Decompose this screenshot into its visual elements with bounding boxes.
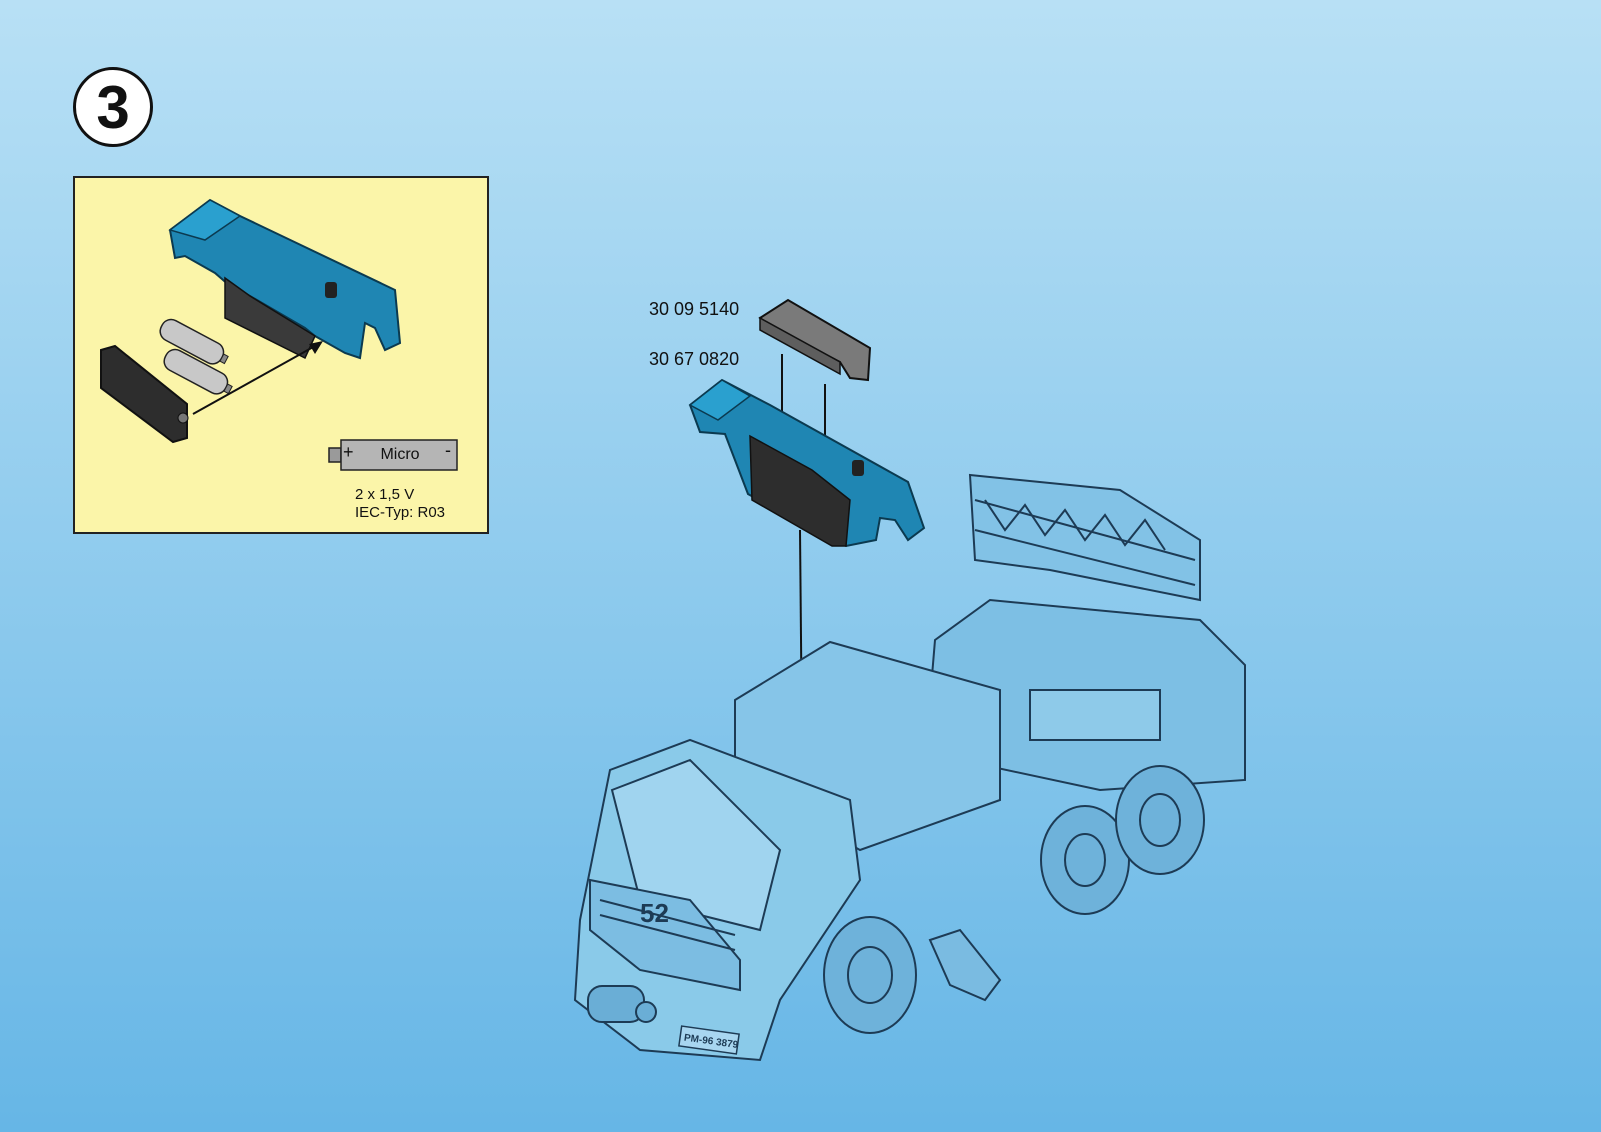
truck-bumper-roller — [587, 985, 657, 1023]
battery-instruction-inset: Micro + - 2 x 1,5 V IEC-Typ: R03 — [73, 176, 489, 534]
truck-grille — [589, 878, 741, 992]
battery-iec-type: IEC-Typ: R03 — [355, 504, 446, 521]
cab-number: 52 — [640, 898, 669, 928]
battery-minus-sign: - — [445, 440, 451, 460]
battery-specs: 2 x 1,5 V IEC-Typ: R03 — [355, 486, 445, 522]
battery-symbol — [328, 439, 458, 471]
battery-plus-sign: + — [343, 442, 354, 462]
blue-lightbar-part — [688, 378, 926, 548]
part-number-lightbar: 30 67 0820 — [649, 349, 740, 369]
step-number-badge: 3 — [73, 67, 153, 147]
truck-ladder — [968, 473, 1201, 602]
battery-cover-illustration — [100, 344, 189, 444]
license-plate: PM-96 3879 — [678, 1025, 740, 1055]
truck-wheels — [823, 765, 1205, 1034]
grey-cover-part — [758, 298, 872, 382]
part-number-cover: 30 09 5140 — [649, 299, 740, 319]
battery-voltage: 2 x 1,5 V — [355, 486, 415, 503]
lightbar-housing-illustration — [168, 198, 402, 360]
battery-illustrations — [159, 318, 233, 395]
battery-diagram — [100, 198, 458, 471]
fire-truck-illustration — [573, 473, 1246, 1062]
insert-arrow — [192, 341, 323, 415]
